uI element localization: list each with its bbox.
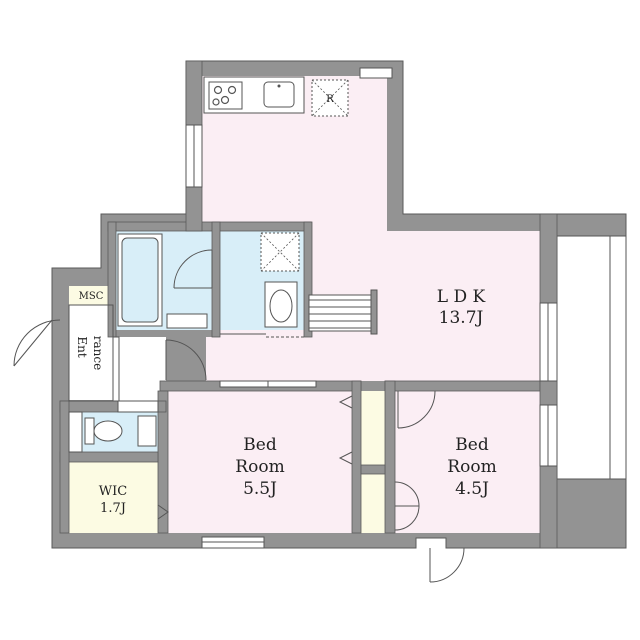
doors [13, 319, 465, 583]
kitchen-counter: R [203, 76, 349, 117]
balcony [556, 235, 627, 480]
ldk-size: 13.7J [439, 308, 484, 328]
entrance-floor [69, 305, 114, 400]
bathtub-icon [117, 233, 163, 327]
bedroom-1-floor [168, 391, 352, 533]
wic-floor [69, 462, 158, 533]
fridge-label: R [326, 94, 334, 105]
toilet-icon [84, 415, 157, 447]
entrance-line-2: rance [91, 336, 105, 370]
labels: L D K 13.7J Bed Room 5.5J Bed Room 4.5J … [75, 287, 497, 516]
msc-floor [69, 286, 113, 305]
wic-size: 1.7J [100, 501, 126, 516]
hallway-floor [114, 337, 166, 401]
washroom-door [220, 333, 304, 338]
windows [68, 67, 558, 549]
bed1-name-2: Room [235, 457, 284, 477]
closet-1 [361, 391, 385, 465]
bath-door [173, 249, 213, 289]
bed1-size: 5.5J [243, 479, 277, 499]
wic-name: WIC [99, 484, 127, 499]
msc-label: MSC [79, 291, 104, 302]
bed1-name-1: Bed [243, 435, 277, 455]
bed2-name-1: Bed [455, 435, 489, 455]
washing-machine-icon [260, 232, 300, 272]
entrance-line-1: Ent [75, 336, 89, 357]
entrance-step [68, 304, 159, 413]
step-counter [308, 289, 378, 335]
ldk-name: L D K [437, 287, 486, 307]
dressing-counter [166, 313, 208, 329]
window-top [359, 67, 393, 79]
sink-icon [263, 81, 295, 108]
bed2-size: 4.5J [455, 479, 489, 499]
window-toilet [68, 411, 83, 453]
closet-2 [361, 474, 385, 533]
washbasin-icon [264, 281, 298, 328]
bed2-name-2: Room [447, 457, 496, 477]
